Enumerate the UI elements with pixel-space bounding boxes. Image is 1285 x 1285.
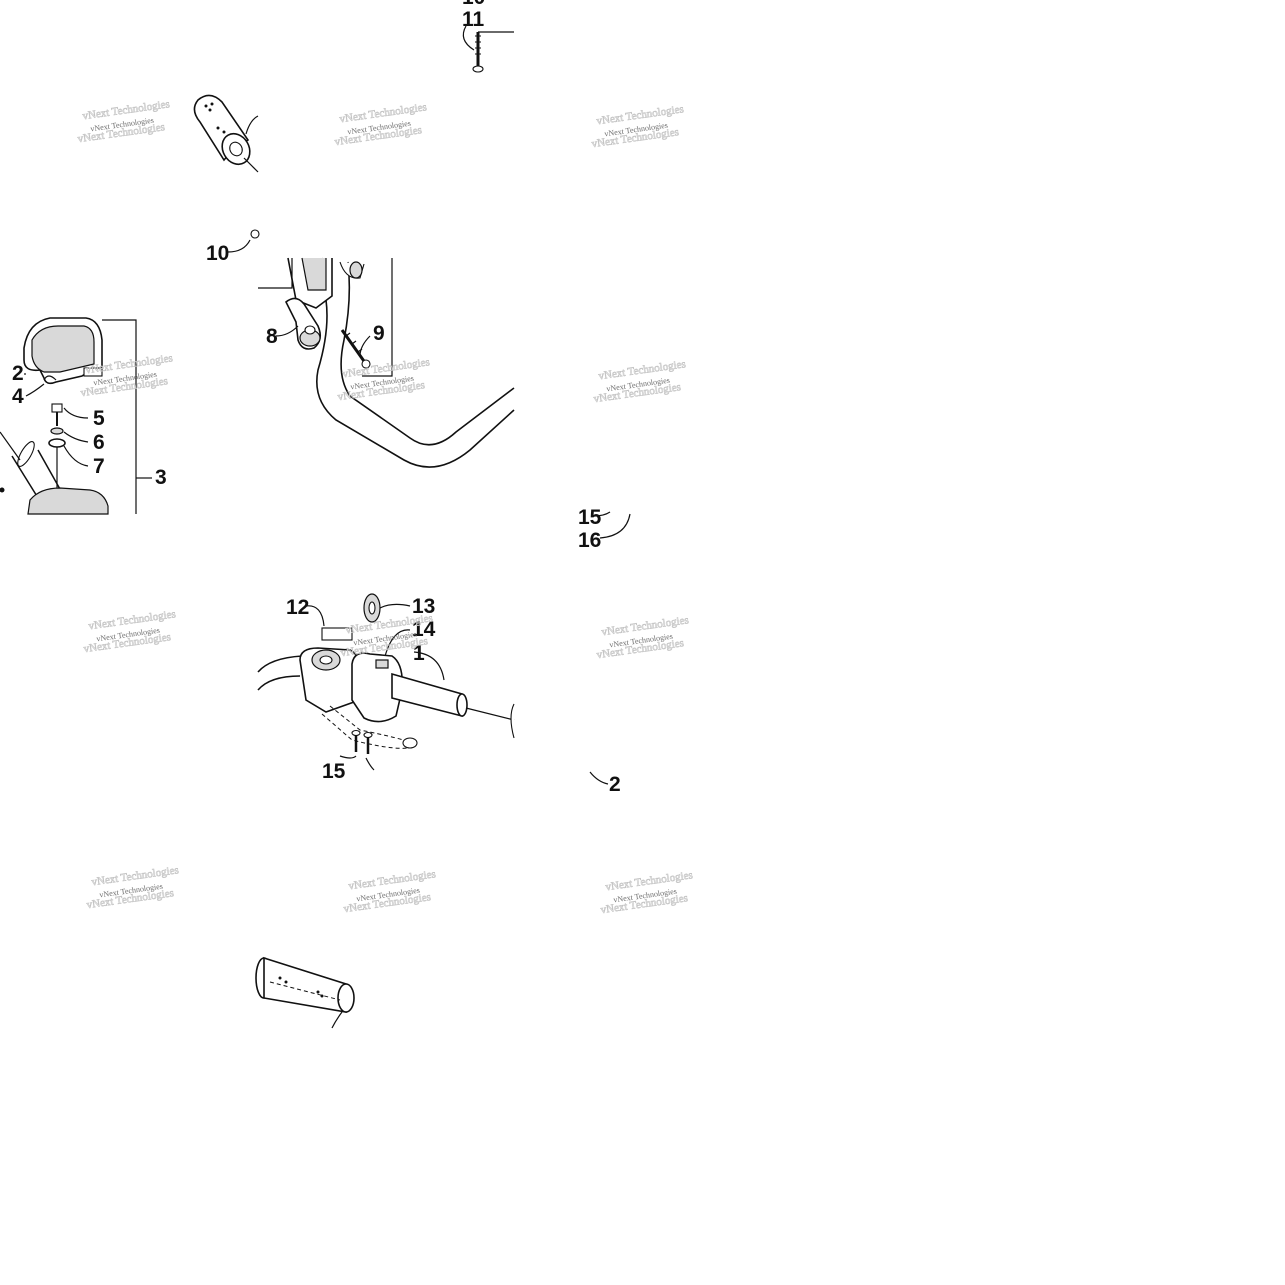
- callout-10-top: 10: [462, 0, 485, 9]
- fastener-leaders-15-16: [593, 511, 631, 539]
- callout-labels: 10 11 10 2 4 5 6 7 3 8 9 15 16 12 13 14 …: [12, 0, 621, 796]
- hand-grip-top: [193, 94, 259, 173]
- callout-7: 7: [93, 455, 105, 478]
- callout-6: 6: [93, 431, 105, 454]
- screw-part-11: [462, 25, 514, 73]
- callout-2-right: 2: [609, 773, 621, 796]
- callout-4: 4: [12, 385, 24, 408]
- callout-8: 8: [266, 325, 278, 348]
- hand-grip-bottom: [255, 956, 355, 1029]
- callout-16: 16: [578, 529, 601, 552]
- callout-15-right: 15: [578, 506, 602, 529]
- callout-3: 3: [155, 466, 167, 489]
- callout-14: 14: [412, 618, 436, 641]
- leader-line-2: [589, 771, 609, 785]
- callout-12: 12: [286, 596, 309, 619]
- callout-11: 11: [462, 8, 485, 31]
- handlebar-throttle-assembly: [227, 229, 515, 468]
- callout-9: 9: [373, 322, 385, 345]
- callout-1: 1: [413, 642, 425, 665]
- callout-10-mid: 10: [206, 242, 229, 265]
- switch-housing-assembly: [0, 317, 152, 515]
- callout-13: 13: [412, 595, 435, 618]
- callout-15-bottom: 15: [322, 760, 346, 783]
- brake-lever-assembly: [257, 593, 515, 771]
- callout-5: 5: [93, 407, 105, 430]
- callout-2-left: 2: [12, 362, 24, 385]
